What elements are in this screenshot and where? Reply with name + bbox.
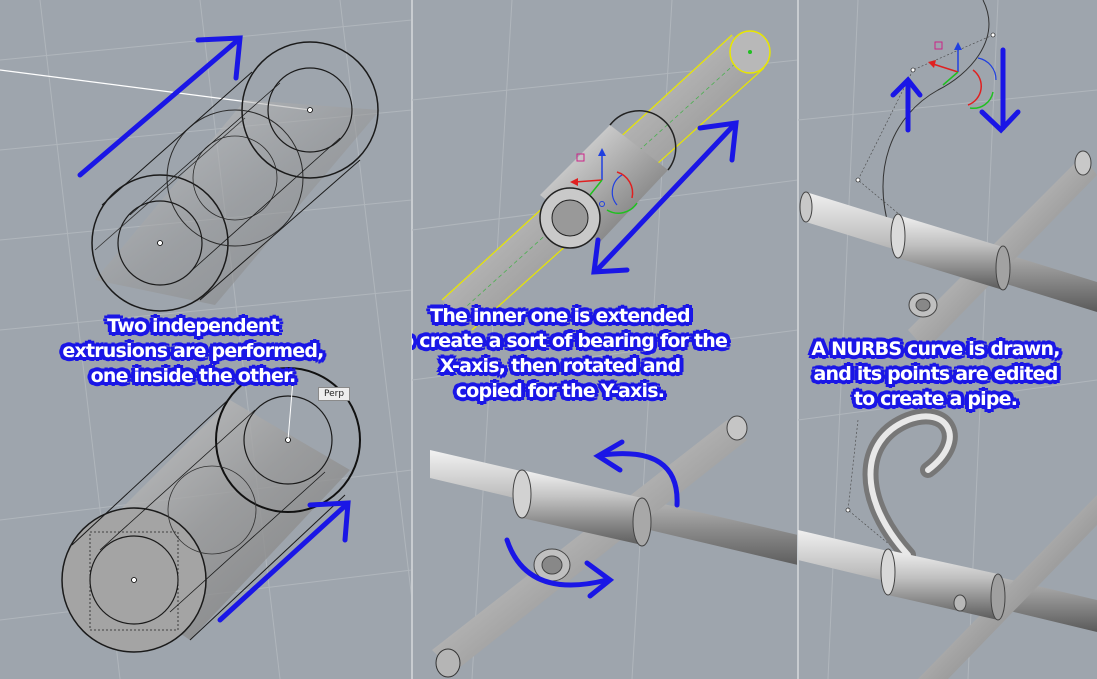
- panel-divider: [797, 0, 799, 679]
- outer-tube-upper[interactable]: [91, 41, 380, 312]
- viewport-extrusions[interactable]: Two independent extrusions are performed…: [0, 0, 412, 679]
- arrow-up-icon: [890, 76, 923, 133]
- gumball-icon[interactable]: [570, 148, 638, 214]
- bearing-sleeve-x[interactable]: [512, 469, 652, 547]
- inner-tube-upper[interactable]: [117, 67, 353, 286]
- viewport-nurbs[interactable]: A NURBS curve is drawn, and its points a…: [798, 0, 1097, 679]
- caption-bearing: The inner one is extended to create a so…: [412, 305, 728, 402]
- gumball-icon[interactable]: [928, 41, 997, 110]
- y-axis-rod[interactable]: [432, 415, 748, 678]
- panel-divider: [411, 0, 413, 679]
- outer-bearing-sleeve[interactable]: [539, 110, 677, 249]
- arrow-down-left-icon: [591, 120, 739, 275]
- snap-tooltip-perp: Perp: [318, 387, 351, 401]
- bearing-sleeve-lower[interactable]: [880, 548, 1006, 621]
- nurbs-curve[interactable]: [845, 0, 996, 561]
- arrow-down-icon: [979, 47, 1021, 134]
- outer-tube-lower[interactable]: [61, 367, 361, 653]
- arrow-up-right-icon: [217, 500, 351, 623]
- viewport-bearing[interactable]: The inner one is extended to create a so…: [412, 0, 798, 679]
- nurbs-pipe[interactable]: [862, 408, 958, 563]
- caption-extrusions: Two independent extrusions are performed…: [62, 315, 324, 387]
- caption-nurbs: A NURBS curve is drawn, and its points a…: [811, 338, 1060, 410]
- bearing-sleeve-upper[interactable]: [890, 213, 1011, 318]
- arrow-up-right-icon: [77, 35, 243, 178]
- inner-tube-lower[interactable]: [89, 379, 333, 631]
- y-axis-rod-lower[interactable]: [918, 495, 1097, 679]
- bearing-sleeve-y[interactable]: [533, 548, 571, 582]
- rotate-arrow-icon: [504, 439, 680, 599]
